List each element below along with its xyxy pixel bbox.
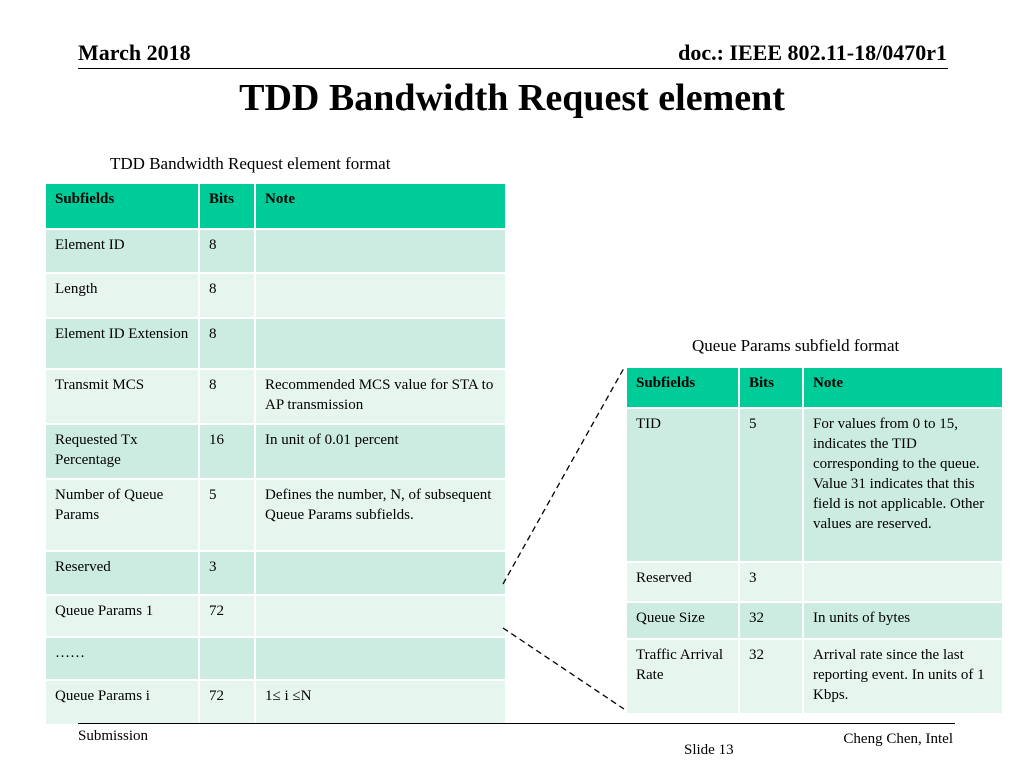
main-table-header-row: Subfields Bits Note: [44, 182, 507, 230]
queue-col-bits: Bits: [738, 366, 804, 409]
cell-bits: 32: [738, 601, 804, 640]
cell-subfield: Element ID Extension: [44, 317, 200, 370]
cell-bits: 8: [198, 317, 256, 370]
cell-bits: 8: [198, 228, 256, 274]
cell-note: [254, 550, 507, 596]
header-doc-id: doc.: IEEE 802.11-18/0470r1: [678, 40, 947, 65]
table-row: Length 8: [44, 272, 507, 319]
cell-subfield: Transmit MCS: [44, 368, 200, 425]
cell-note: 1≤ i ≤N: [254, 679, 507, 726]
queue-col-note: Note: [802, 366, 1004, 409]
table-row: TID 5 For values from 0 to 15, indicates…: [625, 407, 1004, 563]
cell-bits: 3: [198, 550, 256, 596]
queue-col-subfields: Subfields: [625, 366, 740, 409]
cell-note: Recommended MCS value for STA to AP tran…: [254, 368, 507, 425]
cell-bits: 8: [198, 272, 256, 319]
cell-bits: 16: [198, 423, 256, 480]
cell-bits: 72: [198, 679, 256, 726]
cell-subfield: Requested Tx Percentage: [44, 423, 200, 480]
slide-title: TDD Bandwidth Request element: [239, 77, 785, 119]
cell-subfield: ……: [44, 636, 200, 681]
cell-subfield: Reserved: [625, 561, 740, 603]
table-row: Traffic Arrival Rate 32 Arrival rate sin…: [625, 638, 1004, 715]
cell-bits: 32: [738, 638, 804, 715]
table-row: Element ID Extension 8: [44, 317, 507, 370]
header-rule: [78, 68, 948, 69]
queue-params-table: Subfields Bits Note TID 5 For values fro…: [625, 366, 1004, 715]
queue-table-header-row: Subfields Bits Note: [625, 366, 1004, 409]
cell-note: [802, 561, 1004, 603]
main-col-subfields: Subfields: [44, 182, 200, 230]
main-format-table: Subfields Bits Note Element ID 8 Length …: [44, 182, 507, 726]
table-row: ……: [44, 636, 507, 681]
table-row: Queue Params 1 72: [44, 594, 507, 638]
cell-subfield: Reserved: [44, 550, 200, 596]
cell-bits: 5: [198, 478, 256, 552]
footer-submission: Submission: [78, 728, 149, 744]
cell-note: In unit of 0.01 percent: [254, 423, 507, 480]
cell-note: Defines the number, N, of subsequent Que…: [254, 478, 507, 552]
table-row: Queue Params i 72 1≤ i ≤N: [44, 679, 507, 726]
cell-note: For values from 0 to 15, indicates the T…: [802, 407, 1004, 563]
cell-bits: 72: [198, 594, 256, 638]
cell-subfield: Length: [44, 272, 200, 319]
table-row: Element ID 8: [44, 228, 507, 274]
cell-bits: [198, 636, 256, 681]
table-row: Number of Queue Params 5 Defines the num…: [44, 478, 507, 552]
cell-note: [254, 636, 507, 681]
cell-bits: 5: [738, 407, 804, 563]
header-date: March 2018: [78, 40, 191, 65]
footer-rule: [78, 723, 955, 724]
cell-bits: 3: [738, 561, 804, 603]
cell-bits: 8: [198, 368, 256, 425]
cell-subfield: Element ID: [44, 228, 200, 274]
cell-subfield: Queue Size: [625, 601, 740, 640]
cell-note: [254, 317, 507, 370]
main-col-bits: Bits: [198, 182, 256, 230]
table-row: Reserved 3: [625, 561, 1004, 603]
cell-note: [254, 228, 507, 274]
callout-line-lower: [502, 627, 625, 710]
cell-note: [254, 272, 507, 319]
cell-note: [254, 594, 507, 638]
cell-subfield: Number of Queue Params: [44, 478, 200, 552]
footer-slide-number: Slide 13: [684, 742, 734, 758]
cell-subfield: Traffic Arrival Rate: [625, 638, 740, 715]
table-row: Queue Size 32 In units of bytes: [625, 601, 1004, 640]
table-row: Requested Tx Percentage 16 In unit of 0.…: [44, 423, 507, 480]
callout-line-upper: [502, 367, 625, 585]
cell-note: Arrival rate since the last reporting ev…: [802, 638, 1004, 715]
cell-subfield: TID: [625, 407, 740, 563]
cell-subfield: Queue Params i: [44, 679, 200, 726]
cell-note: In units of bytes: [802, 601, 1004, 640]
table-row: Transmit MCS 8 Recommended MCS value for…: [44, 368, 507, 425]
footer-author: Cheng Chen, Intel: [843, 731, 953, 747]
table-row: Reserved 3: [44, 550, 507, 596]
queue-table-caption: Queue Params subfield format: [692, 336, 900, 355]
main-table-caption: TDD Bandwidth Request element format: [110, 154, 391, 173]
cell-subfield: Queue Params 1: [44, 594, 200, 638]
main-col-note: Note: [254, 182, 507, 230]
